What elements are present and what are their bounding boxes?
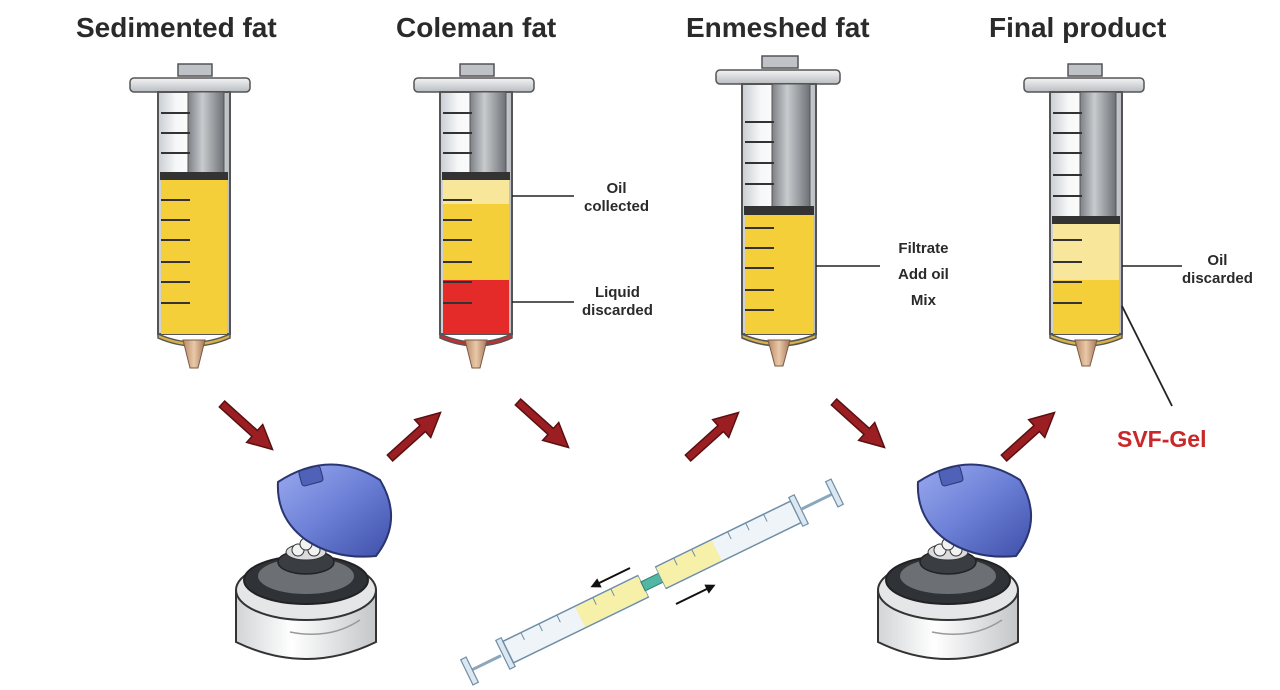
enmeshed-steps-label: Filtrate Add oil Mix <box>898 236 949 314</box>
process-arrow-icon <box>995 402 1064 468</box>
title-sedimented-fat: Sedimented fat <box>76 12 277 43</box>
liquid-discarded-line2: discarded <box>582 302 653 319</box>
svf-gel-label: SVF-Gel <box>1117 426 1207 452</box>
process-arrow-icon <box>213 394 282 460</box>
oil-collected-line1: Oil <box>606 180 627 197</box>
process-arrow-icon <box>381 402 450 468</box>
double-syringe-icon <box>459 478 845 686</box>
syringe-coleman-icon <box>413 63 574 369</box>
title-coleman-fat: Coleman fat <box>396 12 557 43</box>
process-arrow-icon <box>679 402 748 468</box>
mix-direction-left-icon <box>590 567 631 588</box>
filtrate-text: Filtrate <box>898 240 949 257</box>
title-enmeshed-fat: Enmeshed fat <box>686 12 870 43</box>
oil-discarded-line1: Oil <box>1207 252 1228 269</box>
syringe-final-icon <box>1023 63 1182 407</box>
add-oil-text: Add oil <box>898 266 949 283</box>
liquid-discarded-label: Liquid discarded <box>582 284 653 320</box>
syringe-sedimented-icon <box>129 63 251 369</box>
centrifuge-left-icon <box>235 463 392 660</box>
svf-gel-pointer <box>1121 305 1173 407</box>
syringe-enmeshed-icon <box>715 55 880 367</box>
mix-text: Mix <box>910 292 936 309</box>
centrifuge-right-icon <box>877 463 1032 660</box>
liquid-discarded-line1: Liquid <box>594 284 640 301</box>
mix-direction-right-icon <box>675 584 716 605</box>
oil-discarded-label: Oil discarded <box>1182 252 1253 288</box>
process-arrow-icon <box>825 392 894 458</box>
oil-collected-label: Oil collected <box>584 180 649 216</box>
oil-collected-line2: collected <box>584 198 650 215</box>
process-arrow-icon <box>509 392 578 458</box>
title-final-product: Final product <box>989 12 1167 43</box>
oil-discarded-line2: discarded <box>1182 270 1253 287</box>
